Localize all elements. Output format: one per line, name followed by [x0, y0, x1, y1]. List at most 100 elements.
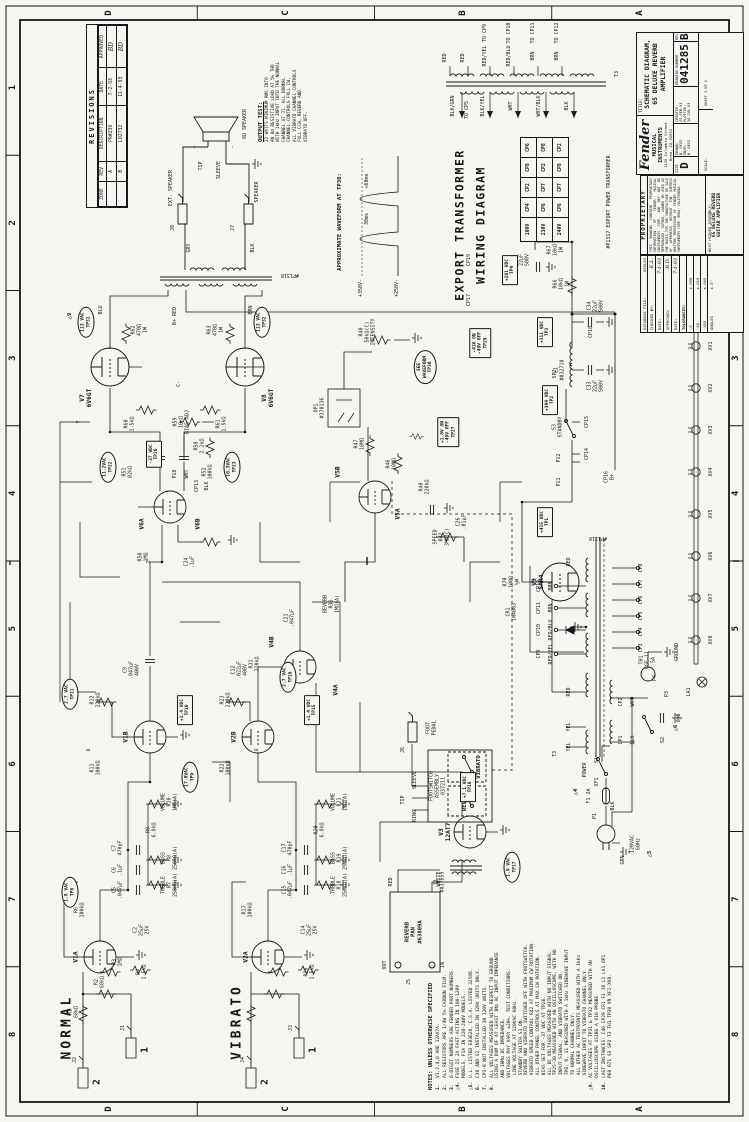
component-label: 1 [307, 1047, 319, 1053]
component-label: #P1318 [280, 271, 300, 278]
component-label: CP6 [638, 595, 645, 605]
testpoint-callout: +7.1 VDC TP18 [460, 771, 476, 803]
note-text: LAST INSTANCES: C46 CP29 CR1 F1 J8 L1 LA… [601, 954, 613, 1078]
component-label: C- [176, 380, 183, 388]
revisions-header: DESCRIPTION [98, 105, 107, 162]
note-number: 8. [489, 1084, 495, 1090]
component-label: P3 [664, 690, 671, 698]
note-text: 6-DIGIT NUMBERS ARE FENDER PART NUMBERS. [449, 968, 455, 1079]
component-label: R58 2.2kΩ [193, 438, 205, 454]
component-label: TIP [400, 795, 407, 805]
component-label: R12 220kΩ [89, 692, 101, 708]
component-label: △9 [66, 312, 73, 320]
component-label: R61 1.5kΩ [215, 416, 227, 432]
component-label: EXT. SPEAKER [168, 169, 175, 207]
component-label: RED [442, 53, 449, 63]
component-label: CP16 B+ [603, 470, 615, 484]
component-label: C17 470pF [281, 840, 293, 856]
component-label: VIBRATO [475, 755, 482, 779]
component-label: V3 12AT7 [437, 822, 452, 842]
component-label: XV4 [708, 467, 715, 477]
zone-col-label: 6 [731, 761, 741, 767]
component-label: R46 10MΩ [385, 457, 397, 471]
component-label: CP1 [618, 735, 625, 745]
component-label: XV3 [708, 425, 715, 435]
component-label: APPROXIMATE WAVEFORM AT TP30: [336, 173, 343, 271]
component-label: SLEEVE [412, 770, 419, 790]
component-label: CP4 [638, 627, 645, 637]
zone-col-label: 5 [8, 625, 18, 632]
component-label: LA1 [686, 687, 693, 697]
component-label: CP13 [194, 479, 201, 493]
zone-col-label: 2 [8, 220, 18, 226]
component-label: XV5 [708, 509, 715, 519]
testpoint-callout: -41V ON -49V OFF TP29 [469, 327, 491, 359]
zone-col-label: 7 [8, 896, 18, 902]
fender-script-logo-icon: Fender [638, 119, 653, 171]
component-label: WHITE [436, 871, 443, 887]
component-label: IN [440, 961, 447, 969]
tolerances-title: TOLERANCES: [680, 304, 686, 330]
component-label: BASS R8 250kΩ(A) [160, 845, 178, 871]
zone-row-label: B [458, 10, 469, 16]
tolerance-cell: ±.010 [693, 256, 701, 292]
component-label: WHT/BLK [536, 95, 543, 117]
component-label: C24 .1μF [183, 555, 195, 569]
component-label: CP9 [536, 649, 543, 659]
component-label: C26 .01μF [455, 514, 467, 530]
component-label: YEL [566, 742, 573, 752]
component-label: TO CP10 [506, 22, 513, 44]
testpoint-callout: 10.3VAC TP23 [223, 451, 241, 483]
component-label: BRN [554, 51, 561, 61]
revision-cell: B [116, 161, 127, 182]
note-text: U.L. LISTED E83628, C.S.A. LISTED 32588. [469, 968, 475, 1079]
component-label: CP2 [618, 697, 625, 707]
zone-col-label: 4 [8, 490, 18, 497]
component-label: R51 82kΩ [121, 465, 133, 479]
testpoint-callout: 11.2VAC TP22 [99, 451, 117, 483]
notes-block: NOTES: UNLESS OTHERWISE SPECIFIED 1.V1,2… [428, 910, 615, 1090]
component-label: CP8 [638, 563, 645, 573]
zone-row-label: D [103, 1106, 114, 1112]
component-label: BLK [204, 481, 211, 491]
component-label: △6 [672, 724, 679, 732]
component-label: CP7 [638, 579, 645, 589]
note-number: 6. [475, 1084, 481, 1090]
component-label: TREBLE R7 250kΩ(A) [160, 872, 178, 898]
capacitor-icon [144, 658, 156, 664]
testpoint-callout: 2.7 VAC TP11 [61, 678, 79, 710]
component-label: R16 1.5kΩ [303, 964, 315, 980]
component-label: R60 1.5kΩ [123, 416, 135, 432]
testpoint-callout: 1.9 VAC TP17 [503, 851, 521, 883]
zone-row-label: C [280, 10, 291, 16]
rev-value: B [678, 33, 691, 40]
component-label: #P1317 EXPORT POWER TRANSFORMER [606, 155, 613, 249]
component-label: +350V- [358, 278, 365, 298]
component-label: FOOT PEDAL [425, 720, 437, 736]
component-label: CP14 [584, 447, 591, 461]
component-label: V4A [332, 684, 340, 696]
component-label: P11 [556, 477, 563, 487]
export-table-cell: CP8 [552, 157, 569, 178]
component-label: V2A [242, 951, 250, 963]
component-label: RED [566, 687, 573, 697]
component-label: VOLUME R21 1MΩ(A) [330, 792, 348, 812]
component-label: R48 220kΩ [418, 479, 430, 495]
revision-cell: LO2732 [116, 105, 127, 162]
component-label: CP17 [466, 293, 473, 307]
component-label: R67 10kΩ 1W [546, 243, 564, 257]
component-label: TH1 CGE-11 5A [638, 650, 656, 670]
component-label: XV1 [708, 341, 715, 351]
component-label: RED [460, 53, 467, 63]
drawing-number-value: 041285 [678, 44, 691, 84]
revision-cell [116, 181, 127, 207]
component-label: OUT [382, 960, 389, 970]
date1-value: 7-1-93 [656, 258, 663, 275]
drawing-title-line2: 65 DELUXE REVERB AMPLIFIER [651, 43, 667, 105]
zone-col-label: 3 [8, 355, 18, 361]
component-label: CR1 1N4003 [505, 602, 517, 622]
component-label: V6B [194, 518, 202, 530]
